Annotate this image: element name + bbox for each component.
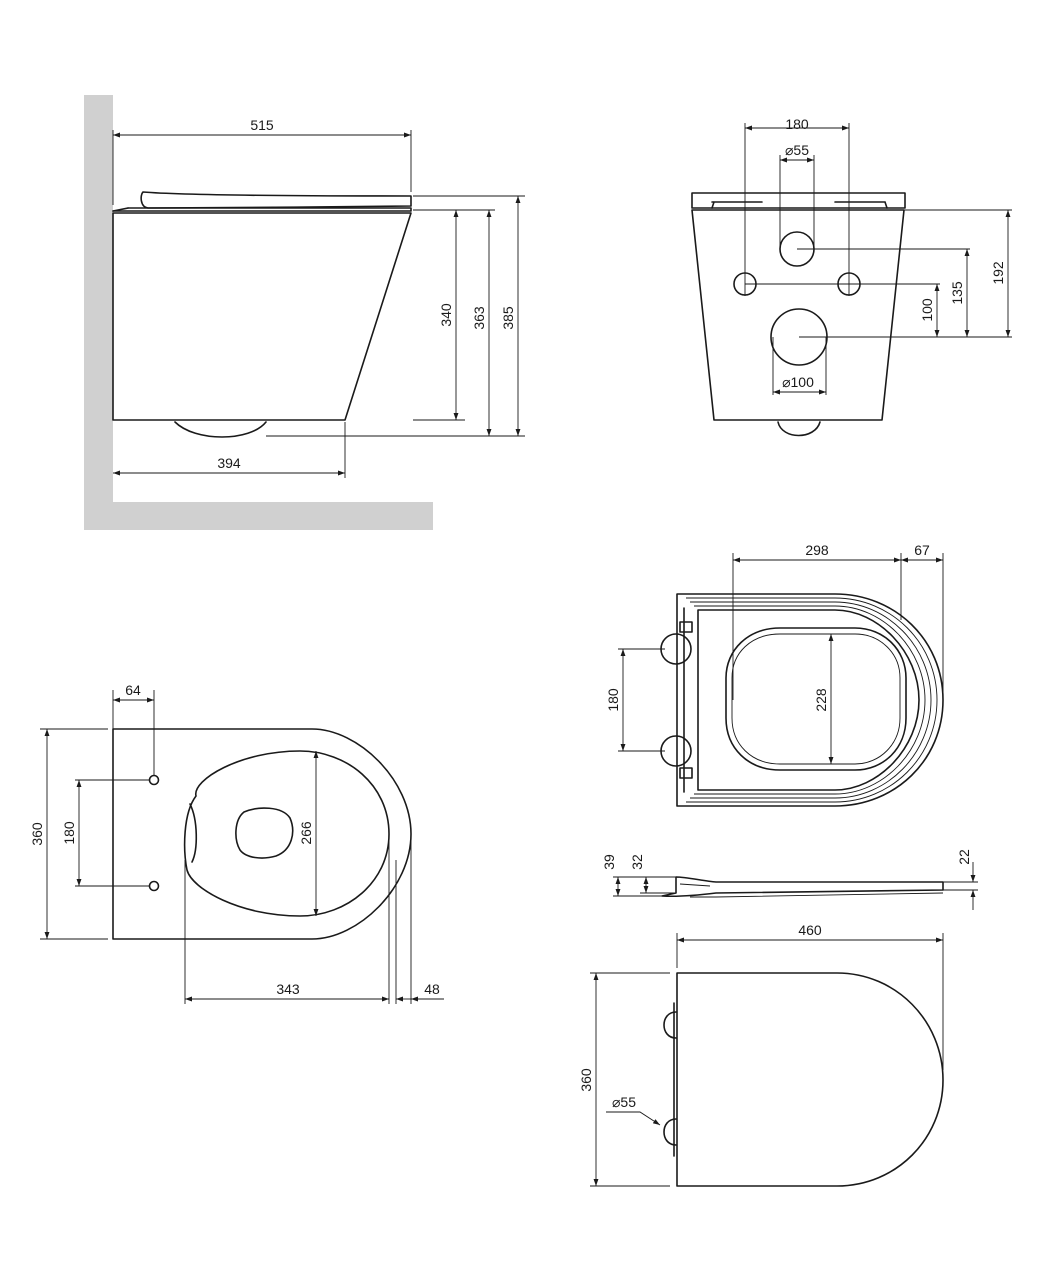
lid-plan-view: 460 360 ⌀55 (578, 922, 944, 1187)
dim-515-label: 515 (250, 117, 274, 133)
seat-hinge-upper (660, 633, 692, 665)
top-drain-opening (235, 807, 294, 859)
mounting-hole-upper (148, 774, 160, 786)
dim-192-label: 192 (990, 261, 1006, 285)
lid-hinge-lower (663, 1118, 677, 1146)
dim-135-label: 135 (949, 281, 965, 305)
side-view: 515 340 363 385 394 (84, 95, 525, 530)
rear-seat (691, 192, 906, 209)
dim-22-label: 22 (956, 849, 972, 865)
dim-d100-label: ⌀100 (782, 374, 814, 390)
dim-266-label: 266 (298, 821, 314, 845)
dim-d55-label: ⌀55 (785, 142, 809, 158)
dim-32-label: 32 (629, 854, 645, 870)
dim-228-label: 228 (813, 688, 829, 712)
dim-180-seat-label: 180 (605, 688, 621, 712)
seat-inner-opening (725, 627, 907, 771)
dim-180-rear-label: 180 (785, 116, 809, 132)
dim-385-label: 385 (500, 306, 516, 330)
side-outlet (174, 421, 267, 438)
dim-298-label: 298 (805, 542, 829, 558)
dim-360-lid-label: 360 (578, 1068, 594, 1092)
seat-hinge-lower (660, 735, 692, 767)
seat-profile-outline (661, 876, 944, 898)
side-seat-lid (140, 191, 412, 209)
lid-outline (676, 972, 944, 1187)
dim-343-label: 343 (276, 981, 300, 997)
top-bowl-outline (112, 728, 412, 940)
dim-180-top-label: 180 (61, 821, 77, 845)
dim-363-label: 363 (471, 306, 487, 330)
dim-460-label: 460 (798, 922, 822, 938)
rear-outlet (777, 421, 821, 437)
top-bowl-rim (183, 750, 390, 917)
dim-394-label: 394 (217, 455, 241, 471)
rear-bowl-body (691, 209, 905, 421)
rear-view: 180 ⌀55 ⌀100 100 135 192 (691, 116, 1012, 437)
dim-100-label: 100 (919, 298, 935, 322)
dim-340-label: 340 (438, 303, 454, 327)
dim-48-label: 48 (424, 981, 440, 997)
dim-67-label: 67 (914, 542, 930, 558)
dim-64-label: 64 (125, 682, 141, 698)
dim-d55-lid-label: ⌀55 (612, 1094, 636, 1110)
top-view: 64 360 180 266 343 48 (29, 682, 444, 1004)
dim-360-top-label: 360 (29, 822, 45, 846)
dim-39-label: 39 (601, 854, 617, 870)
seat-outer-outline (676, 593, 944, 807)
seat-plan-view: 298 67 180 228 (605, 542, 944, 807)
lid-hinge-upper (663, 1011, 677, 1039)
side-bowl-body (112, 212, 412, 421)
mounting-wall (84, 95, 433, 530)
mounting-hole-lower (148, 880, 160, 892)
seat-profile-view: 39 32 22 (601, 849, 978, 910)
